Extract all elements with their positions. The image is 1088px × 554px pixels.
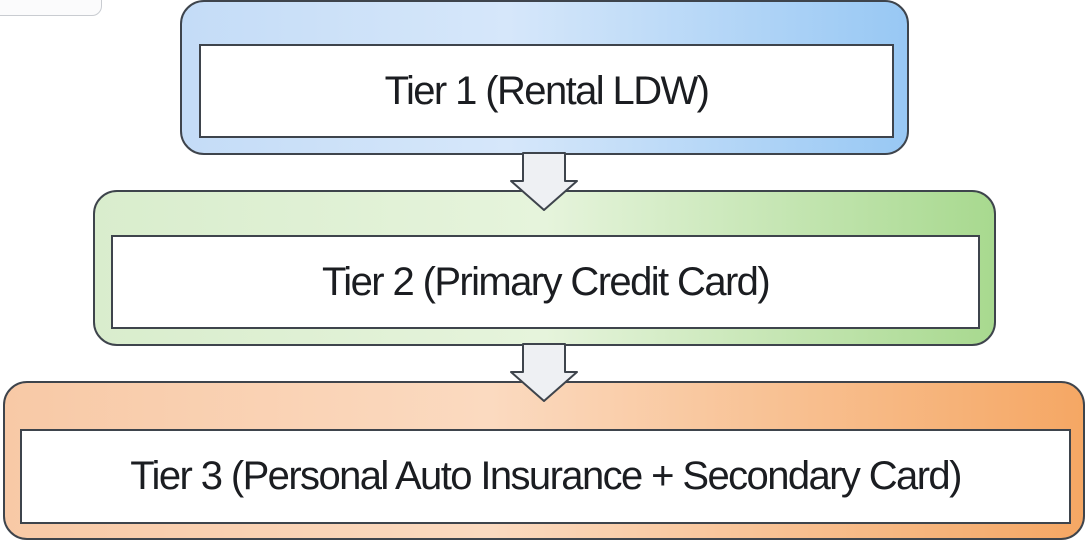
tier-2-band: Tier 2 (Primary Credit Card) — [93, 190, 996, 346]
window-corner-fragment — [0, 0, 102, 16]
tier-3-box: Tier 3 (Personal Auto Insurance + Second… — [20, 429, 1071, 524]
tier-2-label: Tier 2 (Primary Credit Card) — [321, 259, 771, 304]
tier-3-band: Tier 3 (Personal Auto Insurance + Second… — [3, 381, 1085, 540]
tier-1-label: Tier 1 (Rental LDW) — [384, 68, 710, 113]
tier-1-box: Tier 1 (Rental LDW) — [199, 44, 894, 138]
tier-1-band: Tier 1 (Rental LDW) — [180, 0, 909, 155]
tier-3-label: Tier 3 (Personal Auto Insurance + Second… — [130, 454, 962, 498]
tier-2-box: Tier 2 (Primary Credit Card) — [111, 235, 980, 329]
down-arrow-icon — [510, 343, 578, 402]
down-arrow-icon — [510, 152, 578, 211]
